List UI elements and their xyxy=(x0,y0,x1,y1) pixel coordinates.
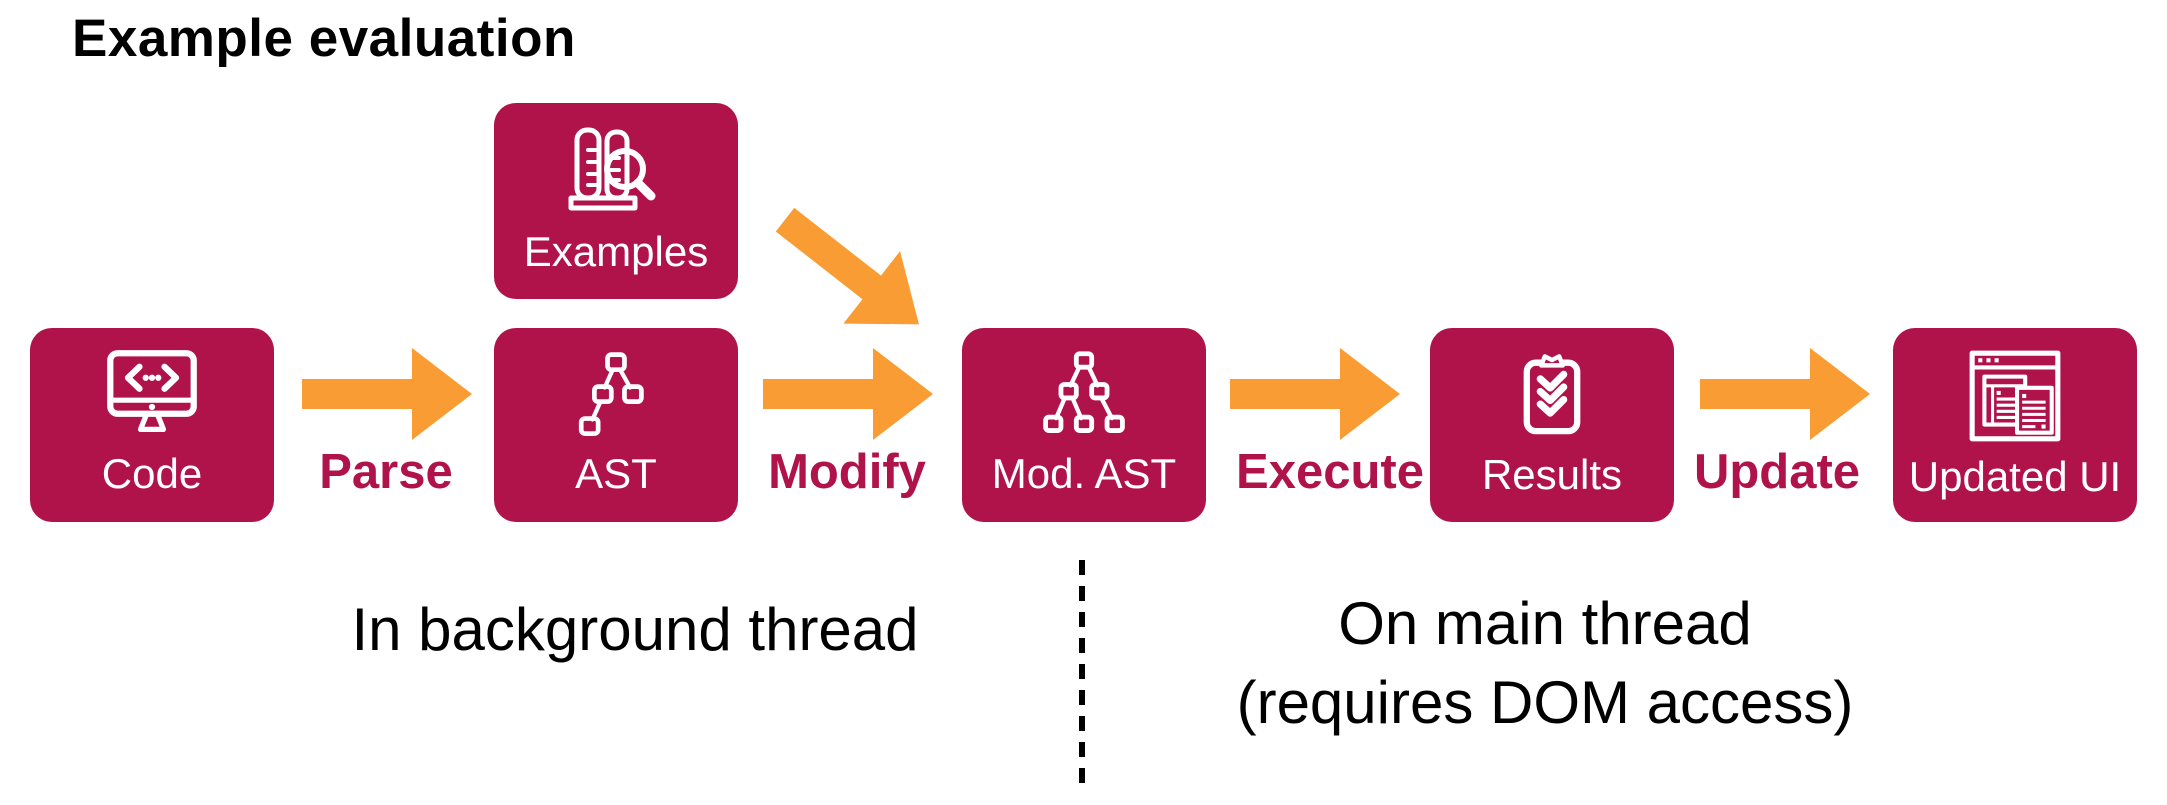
node-label-mod-ast: Mod. AST xyxy=(991,449,1177,497)
node-updated-ui: Updated UI xyxy=(1893,328,2137,522)
node-results: Results xyxy=(1430,328,1674,522)
examples-to-mod-ast-arrow-icon xyxy=(757,183,948,361)
modify-arrow-icon xyxy=(763,348,933,440)
edge-label-execute: Execute xyxy=(1236,445,1424,499)
parse-arrow-icon xyxy=(302,348,472,440)
update-arrow-icon xyxy=(1700,348,1870,440)
node-label-updated-ui: Updated UI xyxy=(1908,452,2122,500)
modified-ast-tree-icon xyxy=(1043,351,1125,433)
thread-divider-dotted-line xyxy=(1079,560,1085,792)
edge-label-modify: Modify xyxy=(768,445,926,499)
browser-window-icon xyxy=(1969,350,2061,442)
node-mod-ast: Mod. AST xyxy=(962,328,1206,522)
node-label-code: Code xyxy=(101,449,203,497)
execute-arrow-icon xyxy=(1230,348,1400,440)
edge-label-parse: Parse xyxy=(319,445,453,499)
node-examples: Examples xyxy=(494,103,738,299)
node-label-results: Results xyxy=(1481,450,1623,498)
region-label-main-thread-note: (requires DOM access) xyxy=(1236,669,1854,736)
edge-label-update: Update xyxy=(1693,445,1861,499)
node-label-ast: AST xyxy=(575,449,657,497)
page-title: Example evaluation xyxy=(72,9,576,68)
node-ast: AST xyxy=(494,328,738,522)
test-tubes-magnifier-icon xyxy=(568,127,656,211)
region-label-main-thread: On main thread xyxy=(1338,590,1752,657)
node-label-examples: Examples xyxy=(523,227,709,275)
node-code: Code xyxy=(30,328,274,522)
code-monitor-icon xyxy=(107,350,197,432)
region-label-background-thread: In background thread xyxy=(351,596,919,663)
clipboard-checks-icon xyxy=(1523,354,1581,435)
ast-tree-icon xyxy=(578,352,644,436)
